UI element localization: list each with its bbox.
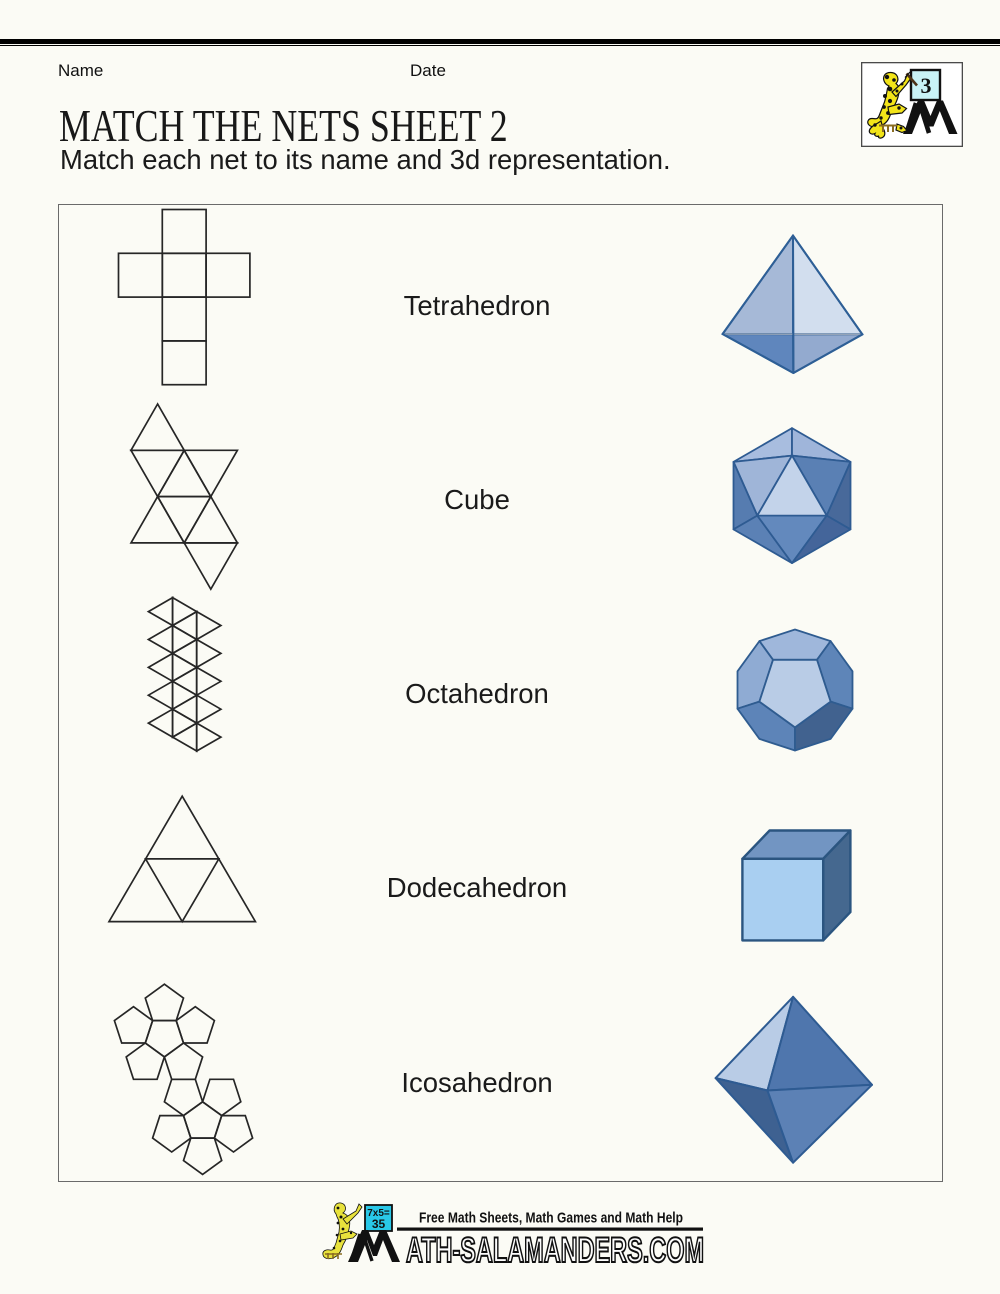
svg-text:7x5=: 7x5= — [367, 1208, 390, 1219]
svg-text:35: 35 — [372, 1217, 386, 1231]
svg-text:Free Math Sheets, Math Games a: Free Math Sheets, Math Games and Math He… — [419, 1210, 683, 1227]
svg-text:ATH-SALAMANDERS.COM: ATH-SALAMANDERS.COM — [406, 1231, 704, 1270]
svg-text:3: 3 — [921, 73, 932, 98]
